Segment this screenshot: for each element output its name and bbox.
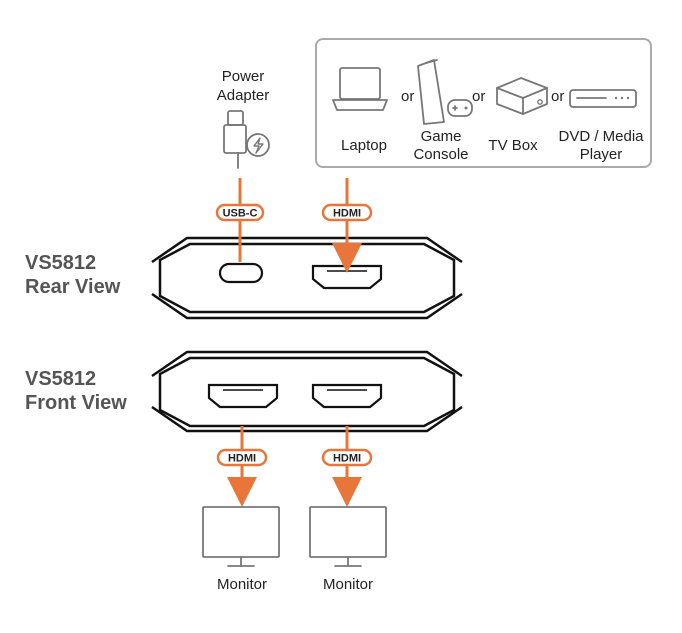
front-title-line2: Front View xyxy=(25,392,127,414)
front-title-line1: VS5812 xyxy=(25,368,96,390)
hdmi-port-output-2 xyxy=(311,383,383,409)
hdmi-port-output-1 xyxy=(207,383,279,409)
or-label-1: or xyxy=(401,88,414,105)
usb-c-port xyxy=(218,262,264,284)
hdmi-input-badge-label: HDMI xyxy=(333,208,361,220)
source-label-player: Player xyxy=(580,146,623,163)
hdmi-output-badge-1: HDMI xyxy=(216,448,268,467)
media-player-icon xyxy=(569,89,637,108)
power-label-line2: Adapter xyxy=(217,87,270,104)
game-console-icon xyxy=(417,59,473,125)
or-label-2: or xyxy=(472,88,485,105)
power-adapter: Power Adapter xyxy=(217,68,270,169)
rear-title-line2: Rear View xyxy=(25,276,121,298)
rear-title-line1: VS5812 xyxy=(25,252,96,274)
source-label-console: Console xyxy=(413,146,468,163)
monitor-icon xyxy=(202,506,280,567)
device-rear-view xyxy=(151,236,463,320)
monitor-label-1: Monitor xyxy=(217,576,267,593)
usb-c-badge-label: USB-C xyxy=(223,208,258,220)
source-devices-panel: Laptop or Game Console or TV Box or xyxy=(315,38,652,168)
hdmi-input-badge: HDMI xyxy=(321,203,373,222)
monitor-icon xyxy=(309,506,387,567)
source-label-tv-box: TV Box xyxy=(488,137,538,154)
hdmi-output-badge-2: HDMI xyxy=(321,448,373,467)
hdmi-output-badge-2-label: HDMI xyxy=(333,453,361,465)
source-label-dvd: DVD / Media xyxy=(558,128,644,145)
power-label-line1: Power xyxy=(222,68,265,85)
usb-c-badge: USB-C xyxy=(215,203,265,222)
hdmi-port-input xyxy=(311,264,383,290)
device-front-view xyxy=(151,350,463,433)
tv-box-icon xyxy=(496,77,548,115)
laptop-icon xyxy=(332,67,388,111)
source-label-game: Game xyxy=(421,128,462,145)
monitor-label-2: Monitor xyxy=(323,576,373,593)
source-label-laptop: Laptop xyxy=(341,137,387,154)
hdmi-output-badge-1-label: HDMI xyxy=(228,453,256,465)
usb-c-power-adapter-icon xyxy=(223,110,270,169)
or-label-3: or xyxy=(551,88,564,105)
